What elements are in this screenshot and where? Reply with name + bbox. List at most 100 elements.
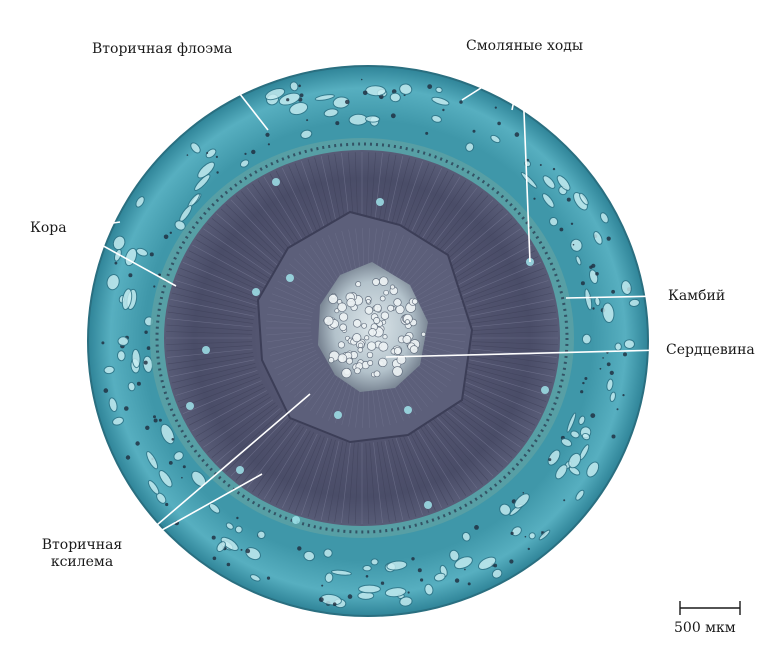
- cortex-dot: [609, 370, 614, 375]
- xylem-ray: [413, 173, 455, 246]
- cortex-dot: [420, 578, 424, 582]
- xylem-ray: [465, 274, 547, 303]
- cortex-dot: [510, 531, 514, 536]
- inner-xylem-ray: [389, 237, 411, 279]
- xylem-ray: [241, 191, 295, 256]
- inner-xylem-ray: [348, 229, 357, 274]
- pith-cell: [339, 323, 347, 332]
- inner-xylem-ray: [315, 241, 339, 281]
- pith-cell: [402, 335, 412, 344]
- label-secondary-xylem-line1: Вторичная: [41, 537, 123, 553]
- inner-xylem-ray: [328, 378, 346, 421]
- cortex-cell: [578, 415, 586, 426]
- cortex-cell: [249, 574, 261, 582]
- cortex-dot: [584, 377, 588, 380]
- xylem-ray: [180, 268, 261, 299]
- cortex-dot: [623, 352, 627, 357]
- xylem-ray: [252, 424, 301, 493]
- cortex-dot: [606, 236, 611, 241]
- xylem-ray: [455, 393, 529, 437]
- cortex-dot: [509, 559, 514, 564]
- cortex-dot: [186, 154, 189, 156]
- xylem-ray: [384, 440, 404, 520]
- xylem-ray: [230, 199, 289, 261]
- xylem-ray: [420, 426, 467, 496]
- cortex-cell: [620, 280, 632, 296]
- xylem-ray: [288, 165, 322, 241]
- xylem-ray: [469, 359, 554, 377]
- cortex-cell: [623, 339, 635, 350]
- xylem-ray: [471, 324, 558, 331]
- cortex-dot: [454, 578, 460, 583]
- cortex-cell: [239, 159, 250, 168]
- cortex-cell: [593, 231, 603, 245]
- cortex-cell: [330, 569, 352, 576]
- pith-cell: [346, 298, 356, 308]
- cortex-dot: [425, 131, 429, 135]
- leader-cortex-1: [77, 221, 121, 229]
- inner-xylem-ray: [393, 241, 417, 281]
- cortex-dot: [215, 155, 218, 158]
- xylem-ray: [457, 244, 532, 286]
- inner-xylem-ray: [309, 373, 336, 412]
- cortex-cell: [514, 493, 530, 509]
- inner-xylem-ray: [382, 232, 398, 276]
- cortex-dot: [171, 438, 175, 441]
- resin-duct: [424, 501, 432, 509]
- inner-xylem-ray: [277, 353, 318, 376]
- cortex-cell: [205, 148, 217, 159]
- cortex-cell: [135, 196, 145, 208]
- xylem-ray: [275, 170, 315, 244]
- pith-cell: [379, 295, 386, 302]
- xylem-ray: [252, 183, 301, 252]
- cortex-dot: [136, 381, 141, 386]
- xylem-ray: [458, 250, 536, 289]
- resin-duct: [292, 516, 300, 524]
- inner-xylem-ray: [271, 293, 315, 310]
- cortex-dot: [362, 90, 368, 96]
- inner-xylem-ray: [321, 377, 343, 419]
- cortex-cell: [135, 247, 149, 257]
- inner-xylem-ray: [420, 335, 466, 343]
- cortex-cell: [499, 503, 512, 516]
- cortex-dot: [146, 346, 151, 350]
- inner-xylem-ray: [304, 249, 333, 285]
- cortex-cell: [435, 86, 443, 94]
- cortex-cell: [570, 238, 583, 252]
- xylem-ray: [471, 331, 558, 335]
- cortex-cell: [491, 568, 503, 579]
- xylem-ray: [225, 203, 286, 263]
- xylem-ray: [220, 410, 284, 468]
- xylem-ray: [282, 167, 318, 243]
- xylem-ray: [470, 355, 556, 371]
- resin-duct: [541, 386, 549, 394]
- cortex-dot: [128, 273, 133, 278]
- pith-cell: [364, 306, 374, 315]
- inner-xylem-ray: [277, 280, 318, 303]
- label-secondary-phloem: Вторичная флоэма: [92, 41, 233, 57]
- cortex-cell: [449, 549, 460, 562]
- pith-cell: [387, 304, 395, 312]
- cortex-dot: [245, 548, 251, 554]
- pith-cell: [366, 351, 374, 359]
- pith-cell: [357, 342, 364, 349]
- cortex-cell: [365, 85, 387, 97]
- xylem-ray: [188, 387, 266, 426]
- inner-xylem-ray: [266, 335, 312, 343]
- xylem-ray: [282, 433, 318, 509]
- cortex-dot: [153, 418, 158, 423]
- cortex-cell: [465, 142, 475, 152]
- cortex-dot: [240, 548, 243, 551]
- xylem-ray: [388, 439, 410, 519]
- cortex-cell: [289, 102, 309, 116]
- xylem-ray: [182, 380, 262, 414]
- cortex-dot: [552, 167, 556, 171]
- xylem-ray: [314, 439, 336, 519]
- xylem-ray: [167, 318, 253, 328]
- xylem-ray: [416, 428, 461, 500]
- cortex-dot: [332, 602, 337, 606]
- xylem-ray: [380, 441, 397, 522]
- cortex-cell: [490, 134, 501, 144]
- label-resin-ducts: Смоляные ходы: [466, 38, 584, 54]
- inner-xylem-ray: [269, 300, 314, 314]
